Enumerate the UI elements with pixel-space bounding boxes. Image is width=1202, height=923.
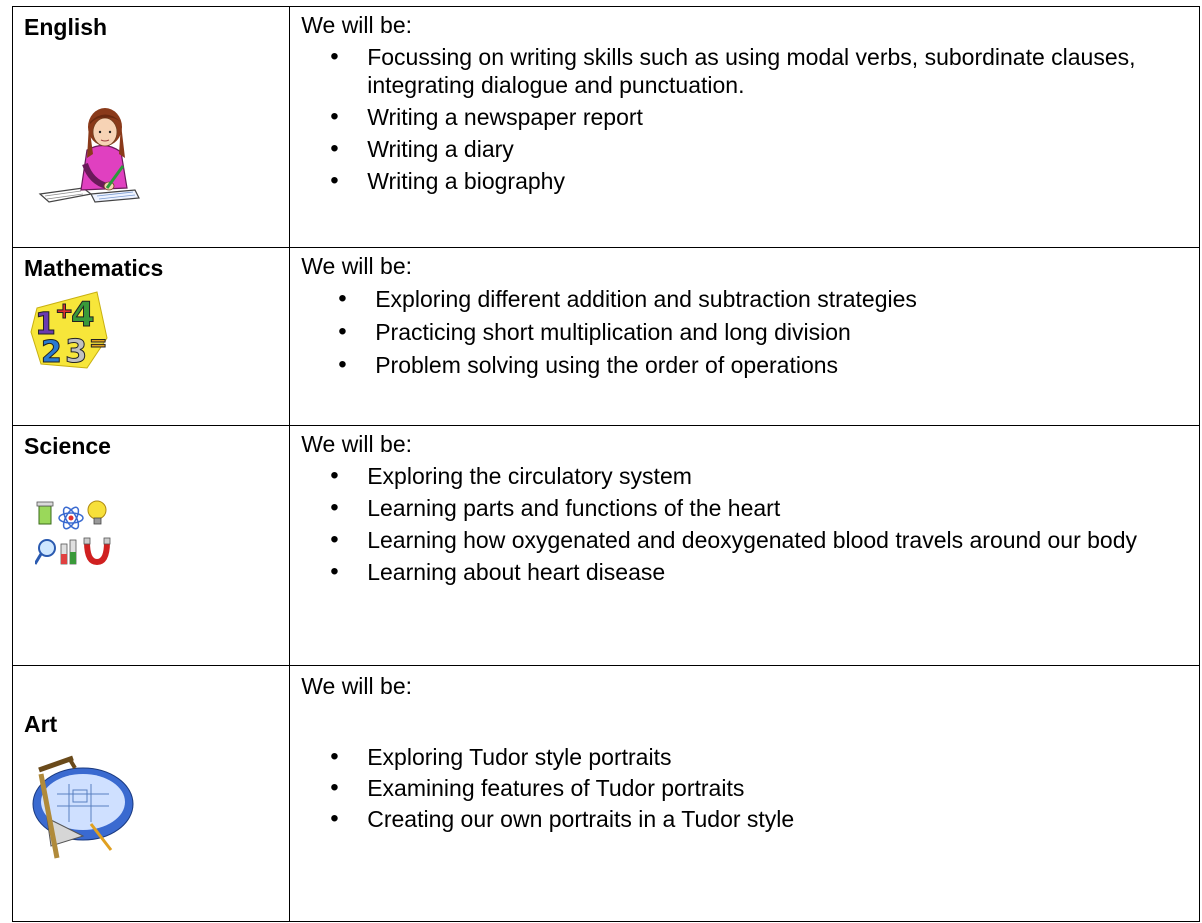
bullet-list: Exploring different addition and subtrac… xyxy=(338,285,1199,379)
bullet-list: Exploring Tudor style portraits Examinin… xyxy=(330,743,1199,833)
bullet-list: Focussing on writing skills such as usin… xyxy=(330,43,1199,195)
svg-text:1: 1 xyxy=(35,307,56,342)
intro-text: We will be: xyxy=(301,673,412,699)
bullet-list: Exploring the circulatory system Learnin… xyxy=(330,462,1199,586)
list-item: Exploring the circulatory system xyxy=(330,462,1199,490)
numbers-icon: 1 + 4 2 3 = xyxy=(27,288,113,379)
subject-cell-art: Art xyxy=(11,665,291,922)
list-item: Writing a diary xyxy=(330,135,1199,163)
list-item: Learning about heart disease xyxy=(330,558,1199,586)
list-item: Writing a newspaper report xyxy=(330,103,1199,131)
list-item: Practicing short multiplication and long… xyxy=(338,318,1199,346)
subject-name: English xyxy=(24,14,108,40)
list-item: Exploring Tudor style portraits xyxy=(330,743,1199,771)
list-item: Writing a biography xyxy=(330,167,1199,195)
svg-text:+: + xyxy=(55,299,73,324)
subject-cell-english: English xyxy=(11,6,291,248)
intro-text: We will be: xyxy=(301,253,412,279)
table-row-mathematics: Mathematics 1 + 4 2 3 = We will be: Expl… xyxy=(11,247,1200,426)
curriculum-table: English xyxy=(11,6,1200,922)
list-item: Problem solving using the order of opera… xyxy=(338,351,1199,379)
content-cell-science: We will be: Exploring the circulatory sy… xyxy=(289,425,1200,666)
intro-text: We will be: xyxy=(301,431,412,457)
svg-text:2: 2 xyxy=(41,335,62,370)
drafting-tools-icon xyxy=(29,754,135,865)
list-item: Creating our own portraits in a Tudor st… xyxy=(330,805,1199,833)
content-cell-english: We will be: Focussing on writing skills … xyxy=(289,6,1200,248)
subject-name: Mathematics xyxy=(24,255,164,281)
content-cell-art: We will be: Exploring Tudor style portra… xyxy=(289,665,1200,922)
subject-cell-mathematics: Mathematics 1 + 4 2 3 = xyxy=(11,247,291,426)
svg-text:=: = xyxy=(89,331,107,356)
table-row-english: English xyxy=(11,6,1200,248)
table-row-art: Art We will be: Exploring Tudor style xyxy=(11,665,1200,922)
list-item: Focussing on writing skills such as usin… xyxy=(330,43,1167,99)
svg-text:3: 3 xyxy=(65,332,87,370)
list-item: Exploring different addition and subtrac… xyxy=(338,285,1199,313)
svg-text:4: 4 xyxy=(71,295,95,335)
content-cell-mathematics: We will be: Exploring different addition… xyxy=(289,247,1200,426)
subject-cell-science: Science xyxy=(11,425,291,666)
girl-writing-icon xyxy=(35,102,145,217)
intro-text: We will be: xyxy=(301,12,412,38)
science-equipment-icon xyxy=(33,496,115,591)
list-item: Learning how oxygenated and deoxygenated… xyxy=(330,526,1147,554)
subject-name: Art xyxy=(24,711,58,737)
list-item: Learning parts and functions of the hear… xyxy=(330,494,1199,522)
list-item: Examining features of Tudor portraits xyxy=(330,774,1199,802)
subject-name: Science xyxy=(24,433,111,459)
table-row-science: Science xyxy=(11,425,1200,666)
